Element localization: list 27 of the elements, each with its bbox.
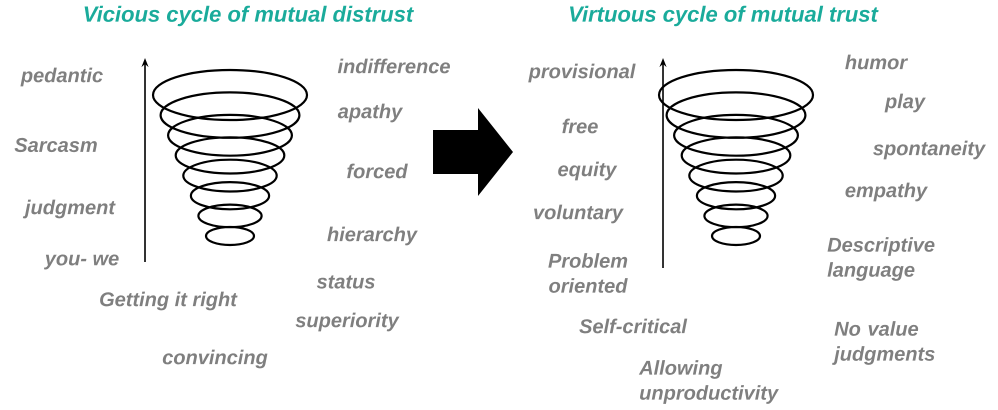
word-label: Allowing unproductivity <box>638 360 779 404</box>
title: Vicious cycle of mutual distrust <box>84 6 414 26</box>
word-label: free <box>562 118 598 134</box>
word-label: hierarchy <box>327 226 418 246</box>
word-label: Getting it right <box>100 292 238 310</box>
word-label: empathy <box>846 182 928 202</box>
word-label: spontaneity <box>873 140 986 160</box>
word-label: Problem oriented <box>548 253 628 293</box>
word-label: apathy <box>338 104 404 122</box>
word-label: superiority <box>296 312 400 332</box>
word-label: you- we <box>44 254 119 270</box>
word-label: judgment <box>22 200 116 218</box>
word-label: forced <box>347 164 408 178</box>
word-label: voluntary <box>534 204 624 224</box>
word-label: indifference <box>338 58 450 74</box>
word-label: convincing <box>162 350 268 368</box>
word-label: play <box>884 94 926 112</box>
word-label: equity <box>558 162 618 180</box>
word-label: humor <box>845 54 908 70</box>
word-label: Sarcasm <box>14 138 97 152</box>
word-label: No value judgments <box>832 321 935 365</box>
word-label: Self-critical <box>579 318 688 334</box>
word-label: Descriptive language <box>828 237 934 281</box>
word-label: status <box>316 275 375 289</box>
word-label: provisional <box>528 64 636 82</box>
word-label: pedantic <box>20 68 103 86</box>
title: Virtuous cycle of mutual trust <box>570 6 879 26</box>
